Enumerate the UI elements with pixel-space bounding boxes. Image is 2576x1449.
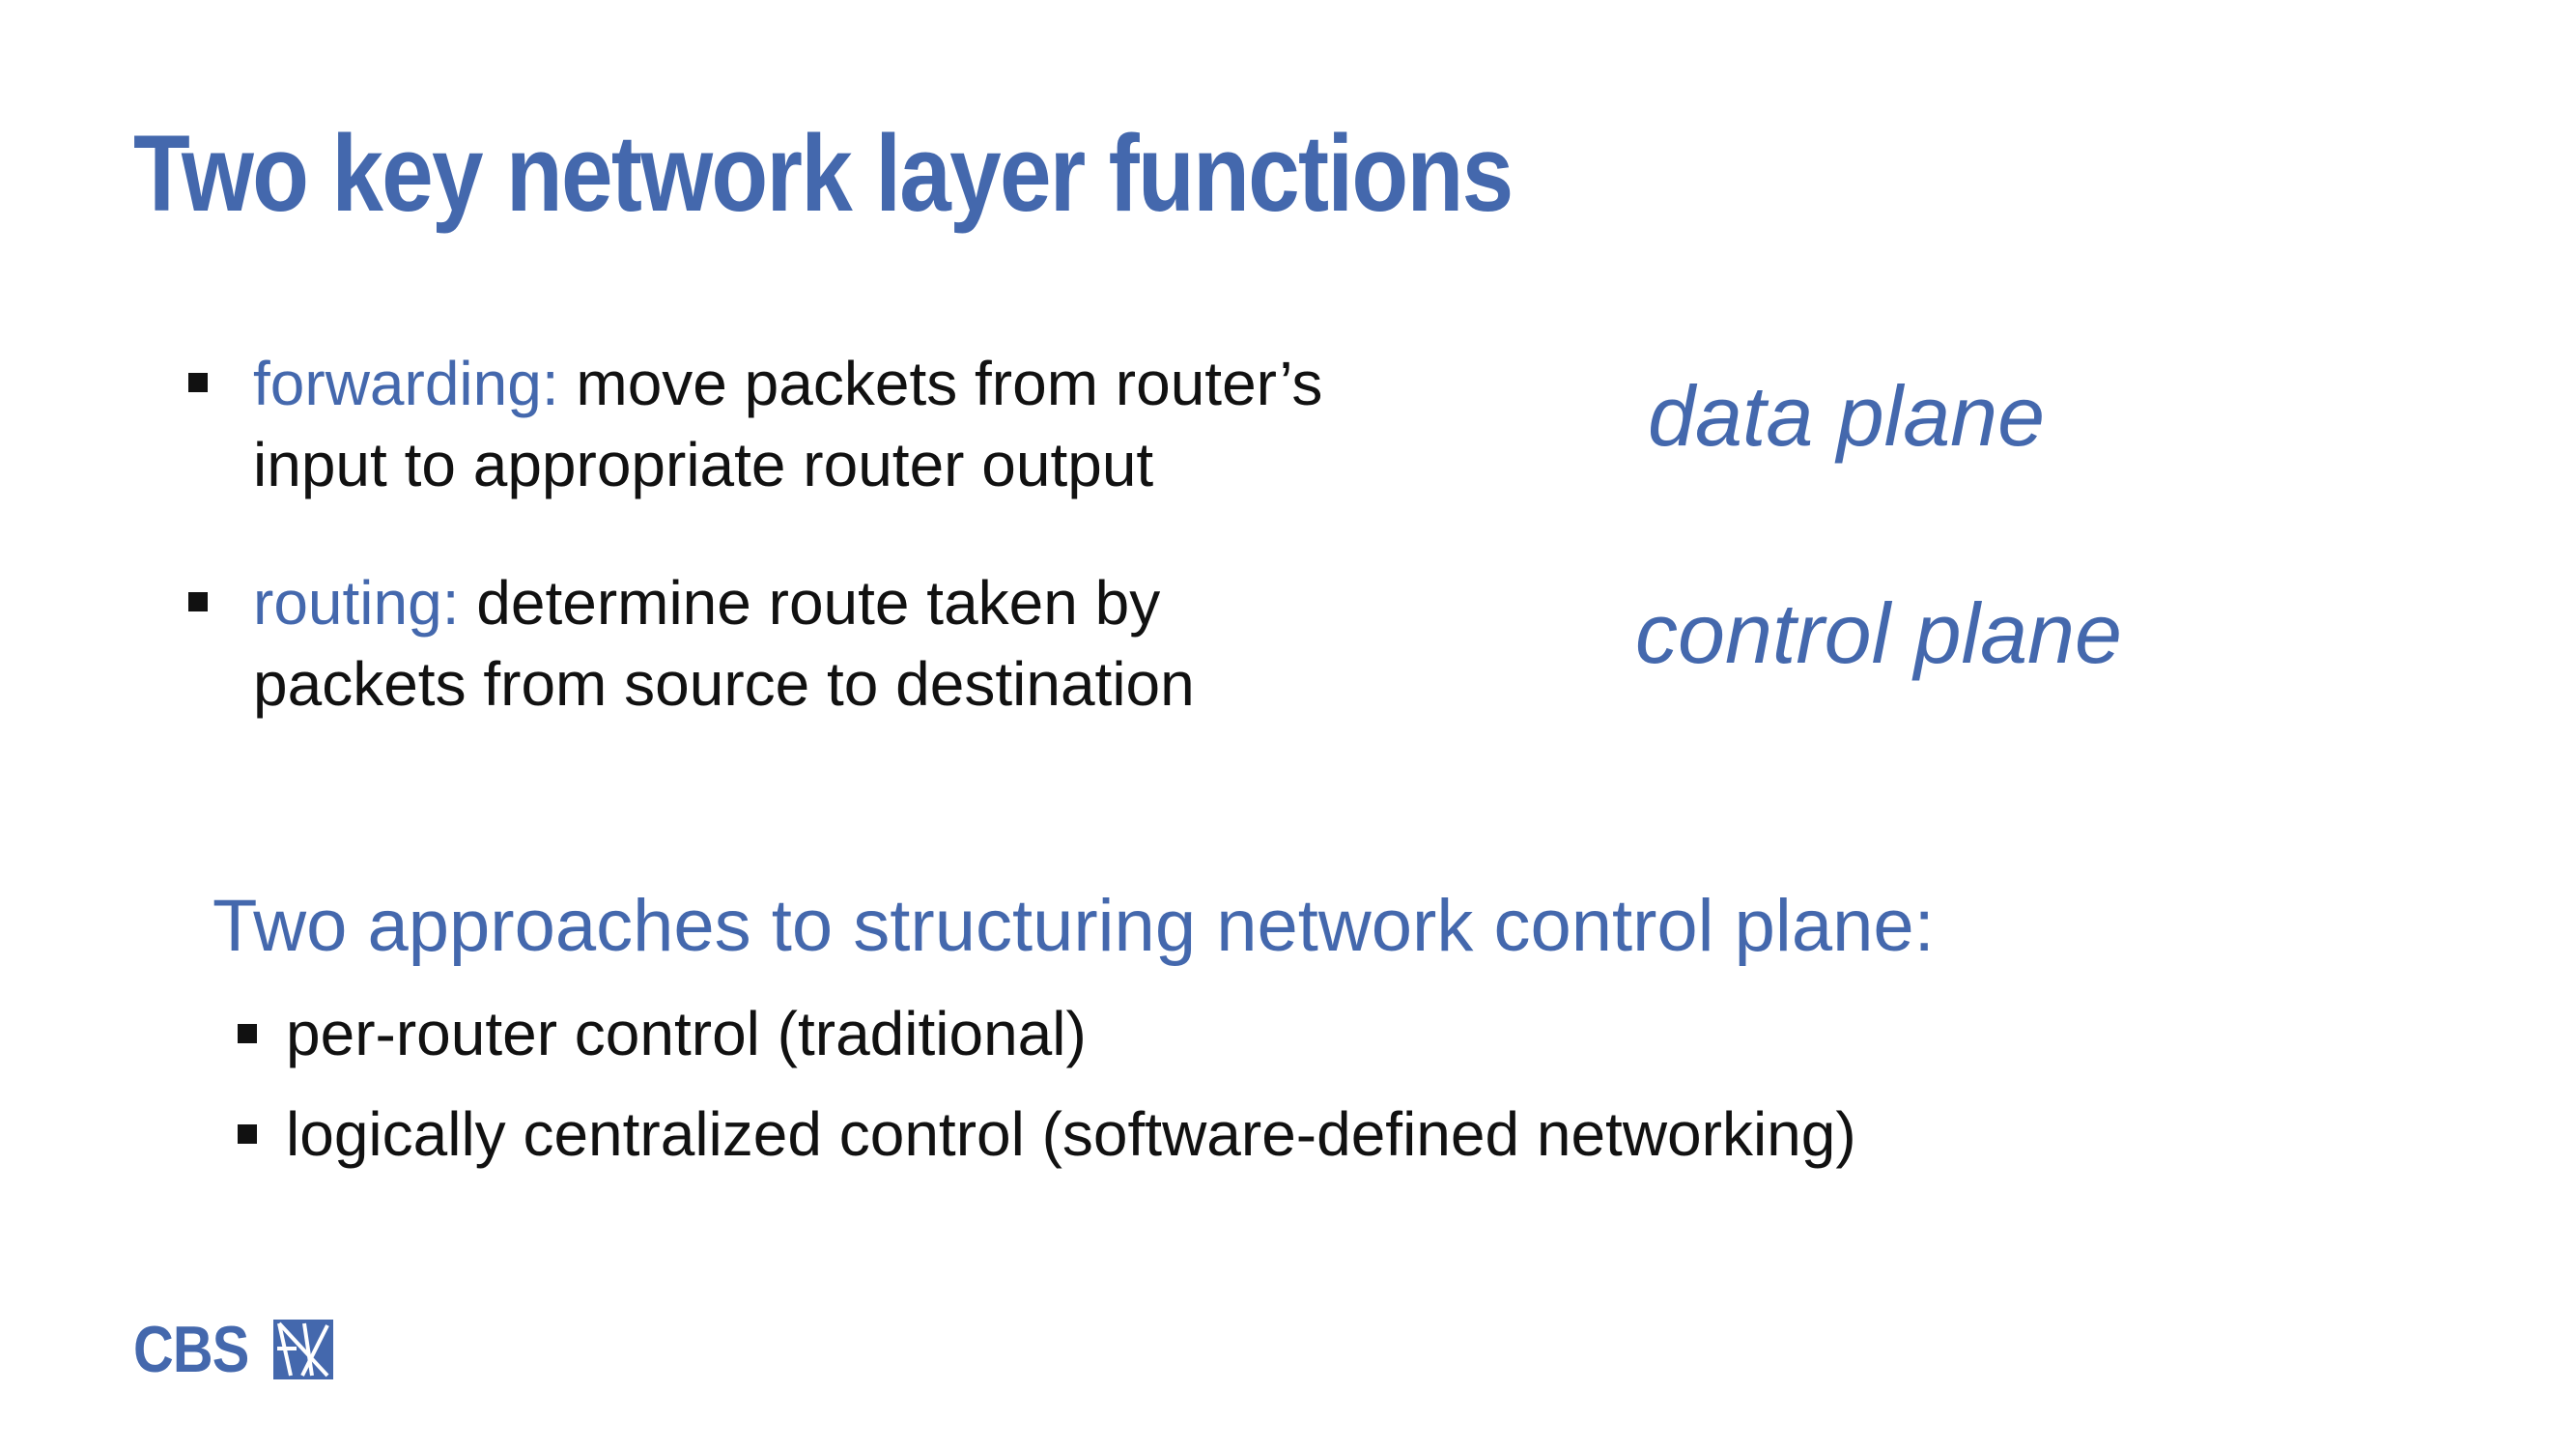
bullet-keyword: forwarding: [253,349,559,418]
cbs-logo: CBS [133,1316,333,1383]
bullet-forwarding: forwarding: move packets from router’s i… [188,343,1322,505]
approach-item: logically centralized control (software-… [238,1094,1856,1175]
bullet-text: determine route taken by [459,568,1161,638]
bullet-line-2: input to appropriate router output [253,430,1154,499]
approach-item-text: per-router control (traditional) [286,999,1087,1068]
approaches-heading: Two approaches to structuring network co… [212,885,1935,967]
bullet-square-icon [188,592,208,611]
cbs-logo-mark-icon [272,1320,333,1379]
bullet-routing: routing: determine route taken by packet… [188,562,1195,724]
slide-title: Two key network layer functions [133,113,1514,234]
control-plane-label: control plane [1635,585,2122,681]
bullet-line-1: forwarding: move packets from router’s [253,343,1322,424]
bullet-line-1: routing: determine route taken by [253,562,1195,643]
bullet-text: move packets from router’s [558,349,1323,418]
bullet-square-icon [188,373,208,392]
logo-text: CBS [133,1313,249,1386]
approach-item-text: logically centralized control (software-… [286,1099,1856,1169]
bullet-keyword: routing: [253,568,460,638]
bullet-square-icon [238,1024,257,1043]
approach-item: per-router control (traditional) [238,993,1087,1074]
data-plane-label: data plane [1648,368,2046,464]
bullet-line-2: packets from source to destination [253,649,1195,719]
bullet-square-icon [238,1124,257,1144]
